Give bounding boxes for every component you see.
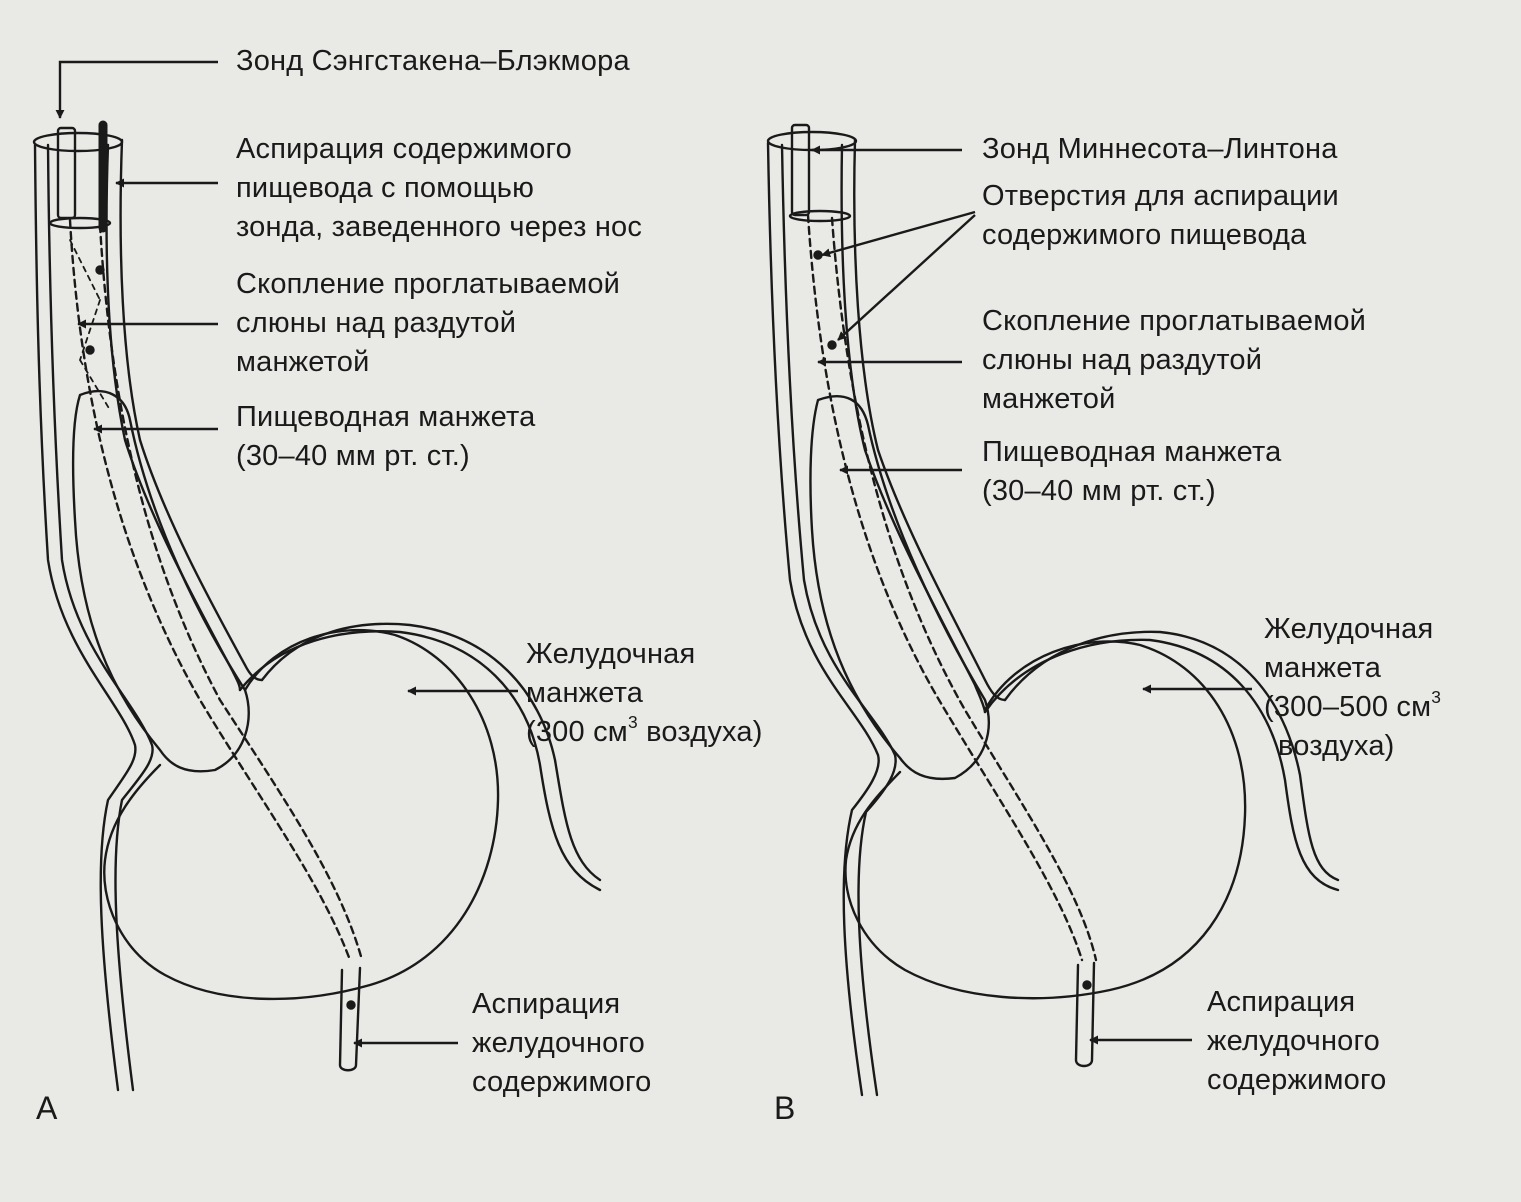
label-aspiration-esophagus-a: Аспирация содержимого пищевода с помощью… xyxy=(236,130,642,247)
label-line: Скопление проглатываемой xyxy=(982,305,1367,337)
gastric-aspiration-tube xyxy=(1074,961,1096,1068)
stomach-wall-inner xyxy=(983,638,1340,892)
label-line: содержимого пищевода xyxy=(982,219,1307,251)
label-probe-a: Зонд Сэнгстакена–Блэкмора xyxy=(236,42,630,81)
label-gastric-cuff-a: Желудочная манжета (300 см3 воздуха) xyxy=(526,635,763,752)
label-esophageal-cuff-b: Пищеводная манжета (30–40 мм рт. ст.) xyxy=(982,433,1281,511)
label-line: содержимого xyxy=(472,1066,652,1098)
label-line: пищевода с помощью xyxy=(236,172,535,204)
label-line: содержимого xyxy=(1207,1064,1387,1096)
label-esophageal-cuff-a: Пищеводная манжета (30–40 мм рт. ст.) xyxy=(236,398,535,476)
label-line: Отверстия для аспирации xyxy=(982,180,1339,212)
probe-tube-b xyxy=(790,123,811,217)
panel-letter-b: B xyxy=(774,1090,796,1126)
esophagus-right-wall-outer xyxy=(853,138,1007,702)
label-line: Пищеводная манжета xyxy=(982,436,1282,468)
esophagus-right-wall-inner xyxy=(105,143,242,692)
esophagus-opening xyxy=(32,131,124,153)
esophageal-balloon xyxy=(809,395,990,781)
esophagus-opening xyxy=(766,130,858,152)
label-line: Аспирация содержимого xyxy=(236,133,573,165)
esophagus-left-wall-outer xyxy=(766,141,880,1097)
label-line: манжетой xyxy=(982,383,1116,415)
gastric-aspiration-tube xyxy=(338,966,362,1072)
label-line: желудочного xyxy=(472,1027,645,1059)
label-line: зонда, заведенного через нос xyxy=(236,211,643,243)
label-part: (300–500 см xyxy=(1264,691,1432,723)
label-line: воздуха) xyxy=(1278,730,1395,762)
label-line: Скопление проглатываемой xyxy=(236,268,621,300)
esophagus-left-wall-inner xyxy=(780,143,897,1097)
stomach-wall-outer xyxy=(260,622,602,882)
panel-letter-a: A xyxy=(36,1090,58,1126)
label-line: манжета xyxy=(1264,652,1382,684)
label-line: Желудочная xyxy=(1264,613,1434,645)
label-line: (30–40 мм рт. ст.) xyxy=(236,440,470,472)
gastric-balloon xyxy=(103,628,500,1001)
label-saliva-a: Скопление проглатываемой слюны над разду… xyxy=(236,265,620,382)
panel-b-drawing xyxy=(766,123,1340,1097)
leader-holes-b1 xyxy=(821,210,976,258)
label-line: манжетой xyxy=(236,346,370,378)
label-holes-b: Отверстия для аспирации содержимого пище… xyxy=(982,177,1339,255)
esophagus-left-wall-inner xyxy=(46,143,154,1092)
esophagus-right-wall-outer xyxy=(119,138,264,682)
panel-a-drawing xyxy=(32,120,602,1092)
superscript: 3 xyxy=(1431,686,1442,707)
esophageal-balloon xyxy=(71,390,250,773)
gastric-balloon xyxy=(844,640,1247,1000)
label-gastric-cuff-b: Желудочная манжета (300–500 см3 воздуха) xyxy=(1264,610,1441,766)
label-aspiration-gastric-b: Аспирация желудочного содержимого xyxy=(1207,983,1386,1100)
label-part: (300 см xyxy=(526,716,628,748)
label-aspiration-gastric-a: Аспирация желудочного содержимого xyxy=(472,985,651,1102)
label-line: Аспирация xyxy=(472,988,621,1020)
label-saliva-b: Скопление проглатываемой слюны над разду… xyxy=(982,302,1366,419)
probe-tube-a xyxy=(56,126,77,220)
stomach-wall-inner xyxy=(238,630,602,892)
stomach-wall-outer xyxy=(1003,630,1340,882)
label-line: слюны над раздутой xyxy=(982,344,1263,376)
label-line: слюны над раздутой xyxy=(236,307,517,339)
esophagus-left-wall-outer xyxy=(33,143,137,1092)
superscript: 3 xyxy=(627,711,638,732)
label-line: Желудочная xyxy=(526,638,696,670)
label-line: (30–40 мм рт. ст.) xyxy=(982,475,1216,507)
label-line: (300–500 см3 xyxy=(1264,688,1441,727)
label-part: воздуха) xyxy=(637,716,763,748)
label-probe-a-text: Зонд Сэнгстакена–Блэкмора xyxy=(236,45,630,77)
label-probe-b-text: Зонд Миннесота–Линтона xyxy=(982,133,1338,165)
leader-probe-a xyxy=(55,60,218,119)
label-line: манжета xyxy=(526,677,644,709)
label-line: (300 см3 воздуха) xyxy=(526,713,763,752)
label-line: Аспирация xyxy=(1207,986,1356,1018)
esophagus-right-wall-inner xyxy=(840,143,987,714)
label-line: желудочного xyxy=(1207,1025,1380,1057)
label-probe-b: Зонд Миннесота–Линтона xyxy=(982,130,1338,169)
label-line: Пищеводная манжета xyxy=(236,401,536,433)
leader-holes-b2 xyxy=(837,214,976,341)
